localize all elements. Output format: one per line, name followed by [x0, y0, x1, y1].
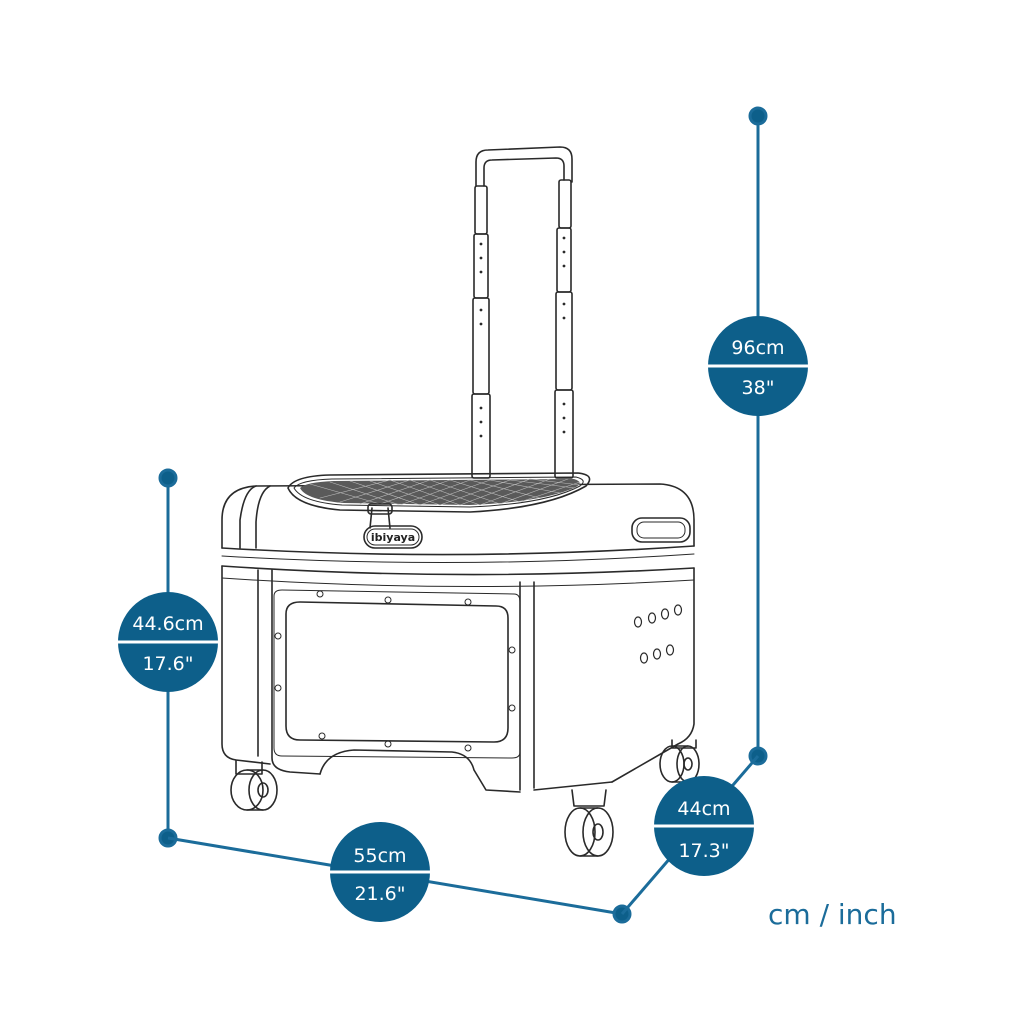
badge-total-height: 96cm 38"	[708, 316, 808, 416]
wheel-rear-right	[659, 739, 700, 783]
width-imperial: 21.6"	[354, 883, 405, 905]
wheel-front-right	[564, 789, 614, 857]
badge-body-height: 44.6cm 17.6"	[118, 592, 218, 692]
body-height-top-dot	[158, 468, 178, 488]
depth-imperial: 17.3"	[678, 840, 729, 862]
depth-metric: 44cm	[677, 798, 730, 820]
carrier-lid	[221, 472, 695, 564]
window-rivets	[274, 590, 516, 752]
badge-width: 55cm 21.6"	[330, 822, 430, 922]
badge-depth: 44cm 17.3"	[654, 776, 754, 876]
mesh-grid	[309, 478, 581, 506]
brand-logo-text: ibiyaya	[371, 531, 415, 544]
telescopic-handle	[471, 146, 574, 479]
total-height-metric: 96cm	[731, 337, 784, 359]
width-metric: 55cm	[353, 845, 406, 867]
carrier-body	[221, 565, 695, 793]
wheel-front-left	[230, 759, 278, 811]
pet-carrier-trolley	[221, 146, 700, 857]
total-height-imperial: 38"	[742, 377, 775, 399]
ventilation-holes	[633, 604, 683, 664]
body-height-imperial: 17.6"	[142, 653, 193, 675]
unit-legend: cm / inch	[768, 898, 897, 931]
zipper-pull	[363, 503, 423, 549]
total-height-top-dot	[748, 106, 768, 126]
body-height-metric: 44.6cm	[132, 613, 203, 635]
